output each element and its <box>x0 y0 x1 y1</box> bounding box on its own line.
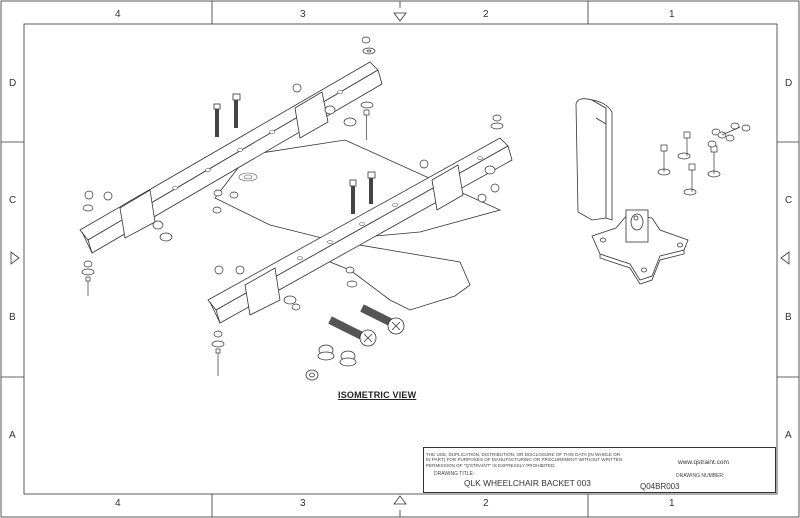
bolt <box>213 103 221 137</box>
drawing-title: QLK WHEELCHAIR BACKET 003 <box>464 478 591 488</box>
drawing-number-label: DRAWING NUMBER: <box>676 473 725 479</box>
column-label-top: 1 <box>669 9 675 20</box>
bolt <box>677 131 691 160</box>
flange-nuts <box>305 344 357 381</box>
inner-border <box>23 23 778 495</box>
bolt <box>328 316 377 347</box>
bolt <box>683 163 697 196</box>
drawing-number: Q04BR003 <box>640 482 680 491</box>
row-label-right: A <box>785 430 792 441</box>
bolt <box>232 93 241 128</box>
upper-rail-sleeve <box>119 91 329 239</box>
plate-hole <box>238 172 258 182</box>
bolt <box>349 179 357 214</box>
bolt <box>360 304 405 335</box>
row-label-right: C <box>785 195 793 206</box>
column-label-bottom: 2 <box>483 498 489 509</box>
anchor-bolts <box>657 122 751 196</box>
copyright-notice: THE USE, DUPLICATION, DISTRIBUTION, OR D… <box>426 452 623 468</box>
hardware <box>81 36 504 376</box>
rail-holes <box>172 90 343 190</box>
row-label-left: C <box>9 195 17 206</box>
row-label-left: D <box>9 78 17 89</box>
column-label-bottom: 1 <box>669 498 675 509</box>
column-label-bottom: 4 <box>115 498 121 509</box>
bolt <box>707 145 721 178</box>
column-label-top: 3 <box>300 9 306 20</box>
row-label-left: B <box>9 312 16 323</box>
base-plate <box>214 139 502 311</box>
row-label-left: A <box>9 430 16 441</box>
bolt <box>657 144 671 176</box>
plate-hole <box>243 174 253 180</box>
center-marks <box>10 12 790 505</box>
row-label-right: D <box>785 78 793 89</box>
row-label-right: B <box>785 312 792 323</box>
vertical-bolts <box>213 93 376 214</box>
lower-rail-sleeve <box>244 164 464 316</box>
view-caption: ISOMETRIC VIEW <box>338 390 417 400</box>
anchor-base <box>591 209 689 285</box>
column-label-top: 4 <box>115 9 121 20</box>
drawing-title-label: DRAWING TITLE: <box>434 471 475 477</box>
bolt <box>367 171 376 204</box>
website-text: www.qstraint.com <box>678 459 729 466</box>
rail-holes-lower <box>297 156 483 260</box>
column-label-bottom: 3 <box>300 498 306 509</box>
column-label-top: 2 <box>483 9 489 20</box>
title-block <box>423 447 776 493</box>
bracket-plate <box>575 98 613 221</box>
loose-bolts <box>328 304 405 347</box>
